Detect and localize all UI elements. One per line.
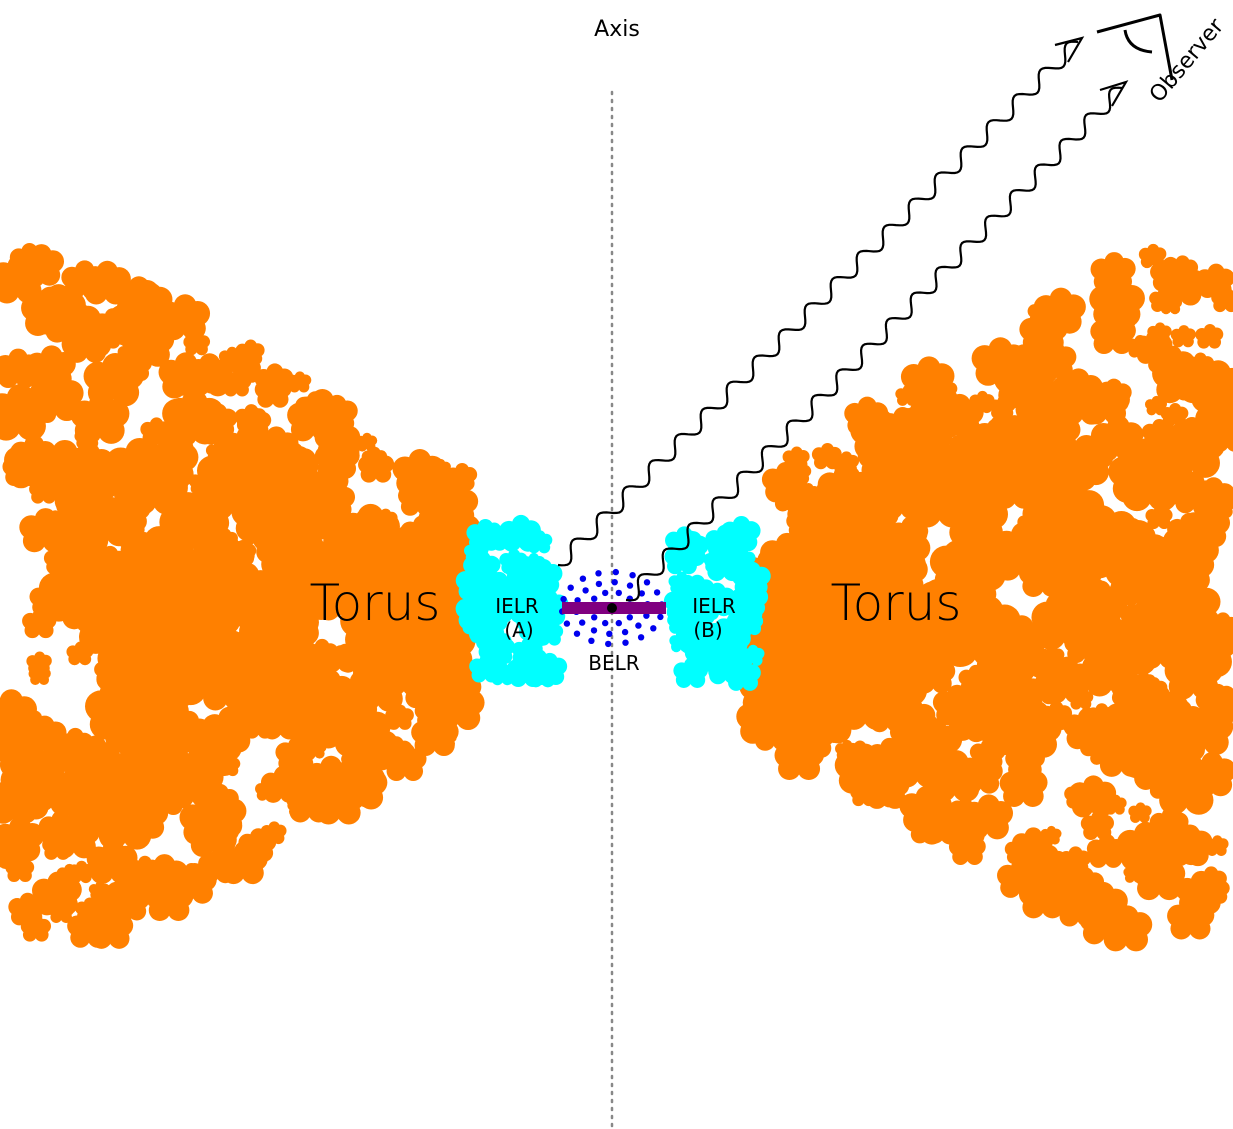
- belr-dot: [626, 582, 634, 589]
- eye-icon: [1096, 13, 1174, 81]
- torus-cloud: [260, 821, 287, 845]
- torus-right: [730, 243, 1233, 952]
- ielr-b-sublabel: (B): [693, 618, 722, 642]
- belr-dot: [657, 613, 664, 621]
- central-black-hole: [607, 603, 617, 613]
- belr-dot: [606, 630, 613, 637]
- light-ray-upper: [557, 40, 1079, 567]
- torus-cloud: [235, 339, 265, 366]
- axis-label: Axis: [594, 17, 640, 42]
- ielr-a-sublabel: (A): [504, 618, 533, 642]
- ielr-cloud: [665, 526, 702, 559]
- belr-dot: [579, 575, 587, 582]
- belr-dot: [573, 630, 581, 637]
- torus-cloud: [1147, 322, 1172, 344]
- torus-cloud: [1040, 825, 1062, 845]
- belr-dot: [629, 572, 636, 579]
- belr-dot: [638, 590, 645, 597]
- belr-dot: [615, 619, 622, 627]
- belr-dot: [563, 620, 571, 627]
- ielr-b-label: IELR: [692, 594, 736, 618]
- arrow-head-icon: [1099, 80, 1129, 107]
- belr-dot: [612, 568, 619, 576]
- belr-dot: [622, 639, 629, 646]
- belr-dot: [574, 597, 581, 604]
- torus-cloud: [1193, 866, 1227, 896]
- belr-dot: [567, 584, 574, 591]
- torus-cloud: [817, 465, 869, 510]
- belr-dot: [643, 612, 650, 619]
- torus-cloud: [900, 356, 955, 404]
- belr-dot: [650, 625, 657, 632]
- ielr-cloud: [499, 548, 528, 574]
- belr-dot: [590, 627, 598, 634]
- belr-dot: [595, 570, 602, 577]
- torus-right-label: Torus: [831, 574, 962, 632]
- torus-cloud: [1128, 802, 1152, 823]
- light-ray-lower: [625, 86, 1123, 602]
- belr-dot: [643, 579, 651, 586]
- belr-dot: [591, 614, 598, 621]
- belr-dot: [560, 595, 567, 603]
- torus-cloud: [392, 449, 445, 495]
- belr-dot: [637, 634, 645, 641]
- torus-cloud: [1058, 846, 1091, 875]
- belr-dot: [602, 589, 609, 597]
- torus-cloud: [234, 404, 267, 433]
- torus-cloud: [1149, 807, 1189, 842]
- belr-label: BELR: [588, 651, 640, 675]
- belr-dot: [626, 614, 633, 621]
- belr-dot: [602, 619, 609, 627]
- belr-dot: [582, 587, 589, 594]
- torus-cloud: [88, 880, 111, 900]
- belr-dot: [653, 589, 661, 596]
- belr-dot: [595, 580, 603, 588]
- torus-cloud: [1195, 323, 1224, 349]
- belr-dot: [615, 589, 622, 597]
- belr-dot: [588, 637, 595, 644]
- torus-cloud: [10, 435, 57, 476]
- torus-cloud: [969, 390, 995, 414]
- belr-dot: [611, 579, 618, 586]
- belr-dot: [635, 622, 642, 629]
- belr-dot: [605, 640, 612, 648]
- torus-cloud: [1170, 325, 1196, 348]
- belr-dot: [621, 628, 629, 636]
- arrow-head-icon: [1054, 36, 1085, 63]
- belr-dot: [579, 619, 586, 626]
- torus-cloud: [782, 446, 810, 471]
- ielr-a-label: IELR: [495, 594, 539, 618]
- torus-left-label: Torus: [310, 574, 441, 632]
- observer-label: Observer: [1145, 13, 1230, 107]
- belr-dot: [591, 595, 598, 602]
